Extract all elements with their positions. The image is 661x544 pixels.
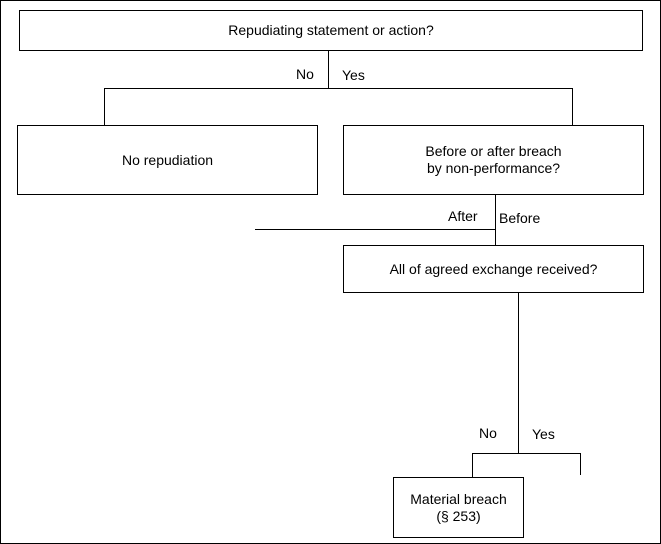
- node-repudiating-statement: Repudiating statement or action?: [19, 10, 643, 51]
- connector-root-branch: [104, 88, 573, 89]
- edge-label-exchange-no: No: [479, 425, 497, 441]
- connector-no-branch: [104, 88, 105, 125]
- connector-exchange-branch: [472, 453, 581, 454]
- node-label-line-2: by non-performance?: [426, 160, 561, 176]
- connector-before-after-down: [495, 195, 496, 245]
- node-label: Repudiating statement or action?: [228, 22, 434, 38]
- node-label: All of agreed exchange received?: [389, 260, 598, 277]
- edge-label-yes: Yes: [342, 67, 365, 83]
- node-label-line-1: Material breach: [410, 490, 507, 507]
- node-label: No repudiation: [121, 151, 214, 168]
- connector-yes-branch: [572, 88, 573, 125]
- node-label-line-2: (§ 253): [436, 507, 481, 524]
- edge-label-exchange-yes: Yes: [532, 426, 555, 442]
- edge-label-after: After: [448, 208, 478, 224]
- connector-exchange-down: [518, 293, 519, 453]
- node-no-repudiation: No repudiation: [17, 125, 318, 195]
- connector-exchange-yes-branch: [580, 453, 581, 475]
- node-agreed-exchange-received: All of agreed exchange received?: [343, 245, 644, 293]
- connector-root-down: [328, 51, 329, 88]
- edge-label-no: No: [296, 66, 314, 82]
- connector-exchange-no-branch: [472, 453, 473, 477]
- node-material-breach: Material breach (§ 253): [393, 477, 524, 538]
- connector-after-branch: [255, 229, 496, 230]
- node-label-line-1: Before or after breach: [425, 143, 562, 159]
- edge-label-before: Before: [499, 210, 541, 226]
- node-before-or-after-breach: Before or after breach by non-performanc…: [343, 125, 644, 195]
